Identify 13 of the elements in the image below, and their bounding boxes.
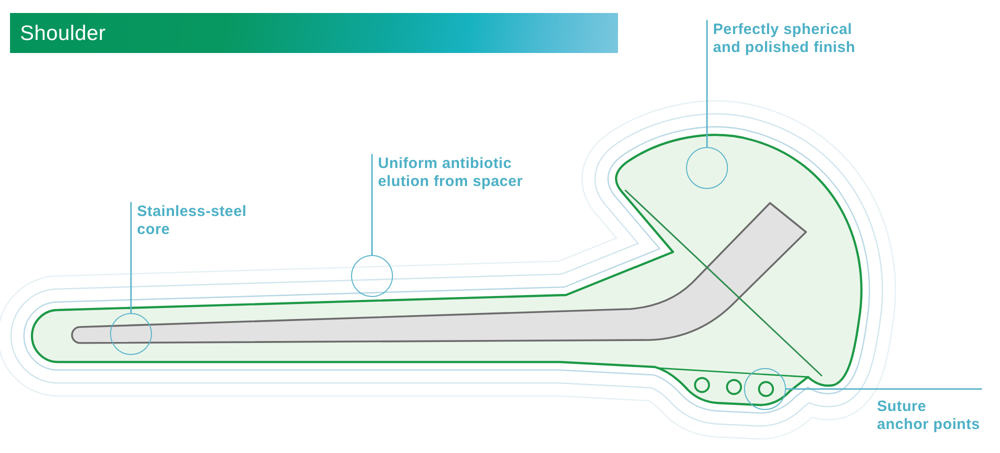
callout-circle [686,147,728,189]
leader-line [706,20,708,147]
callout-circle [351,255,393,297]
callout-circle [744,368,786,410]
leader-line [371,154,373,255]
callout-text: Uniform antibiotic elution from spacer [372,154,528,191]
callout-circle [110,313,152,355]
leader-line [786,388,982,390]
title-banner: Shoulder [10,13,618,53]
leader-line [130,202,132,313]
callout-text: Suture anchor points [877,389,982,434]
callout-text: Stainless-steel core [131,202,253,239]
callout-text: Perfectly spherical and polished finish [707,20,865,57]
